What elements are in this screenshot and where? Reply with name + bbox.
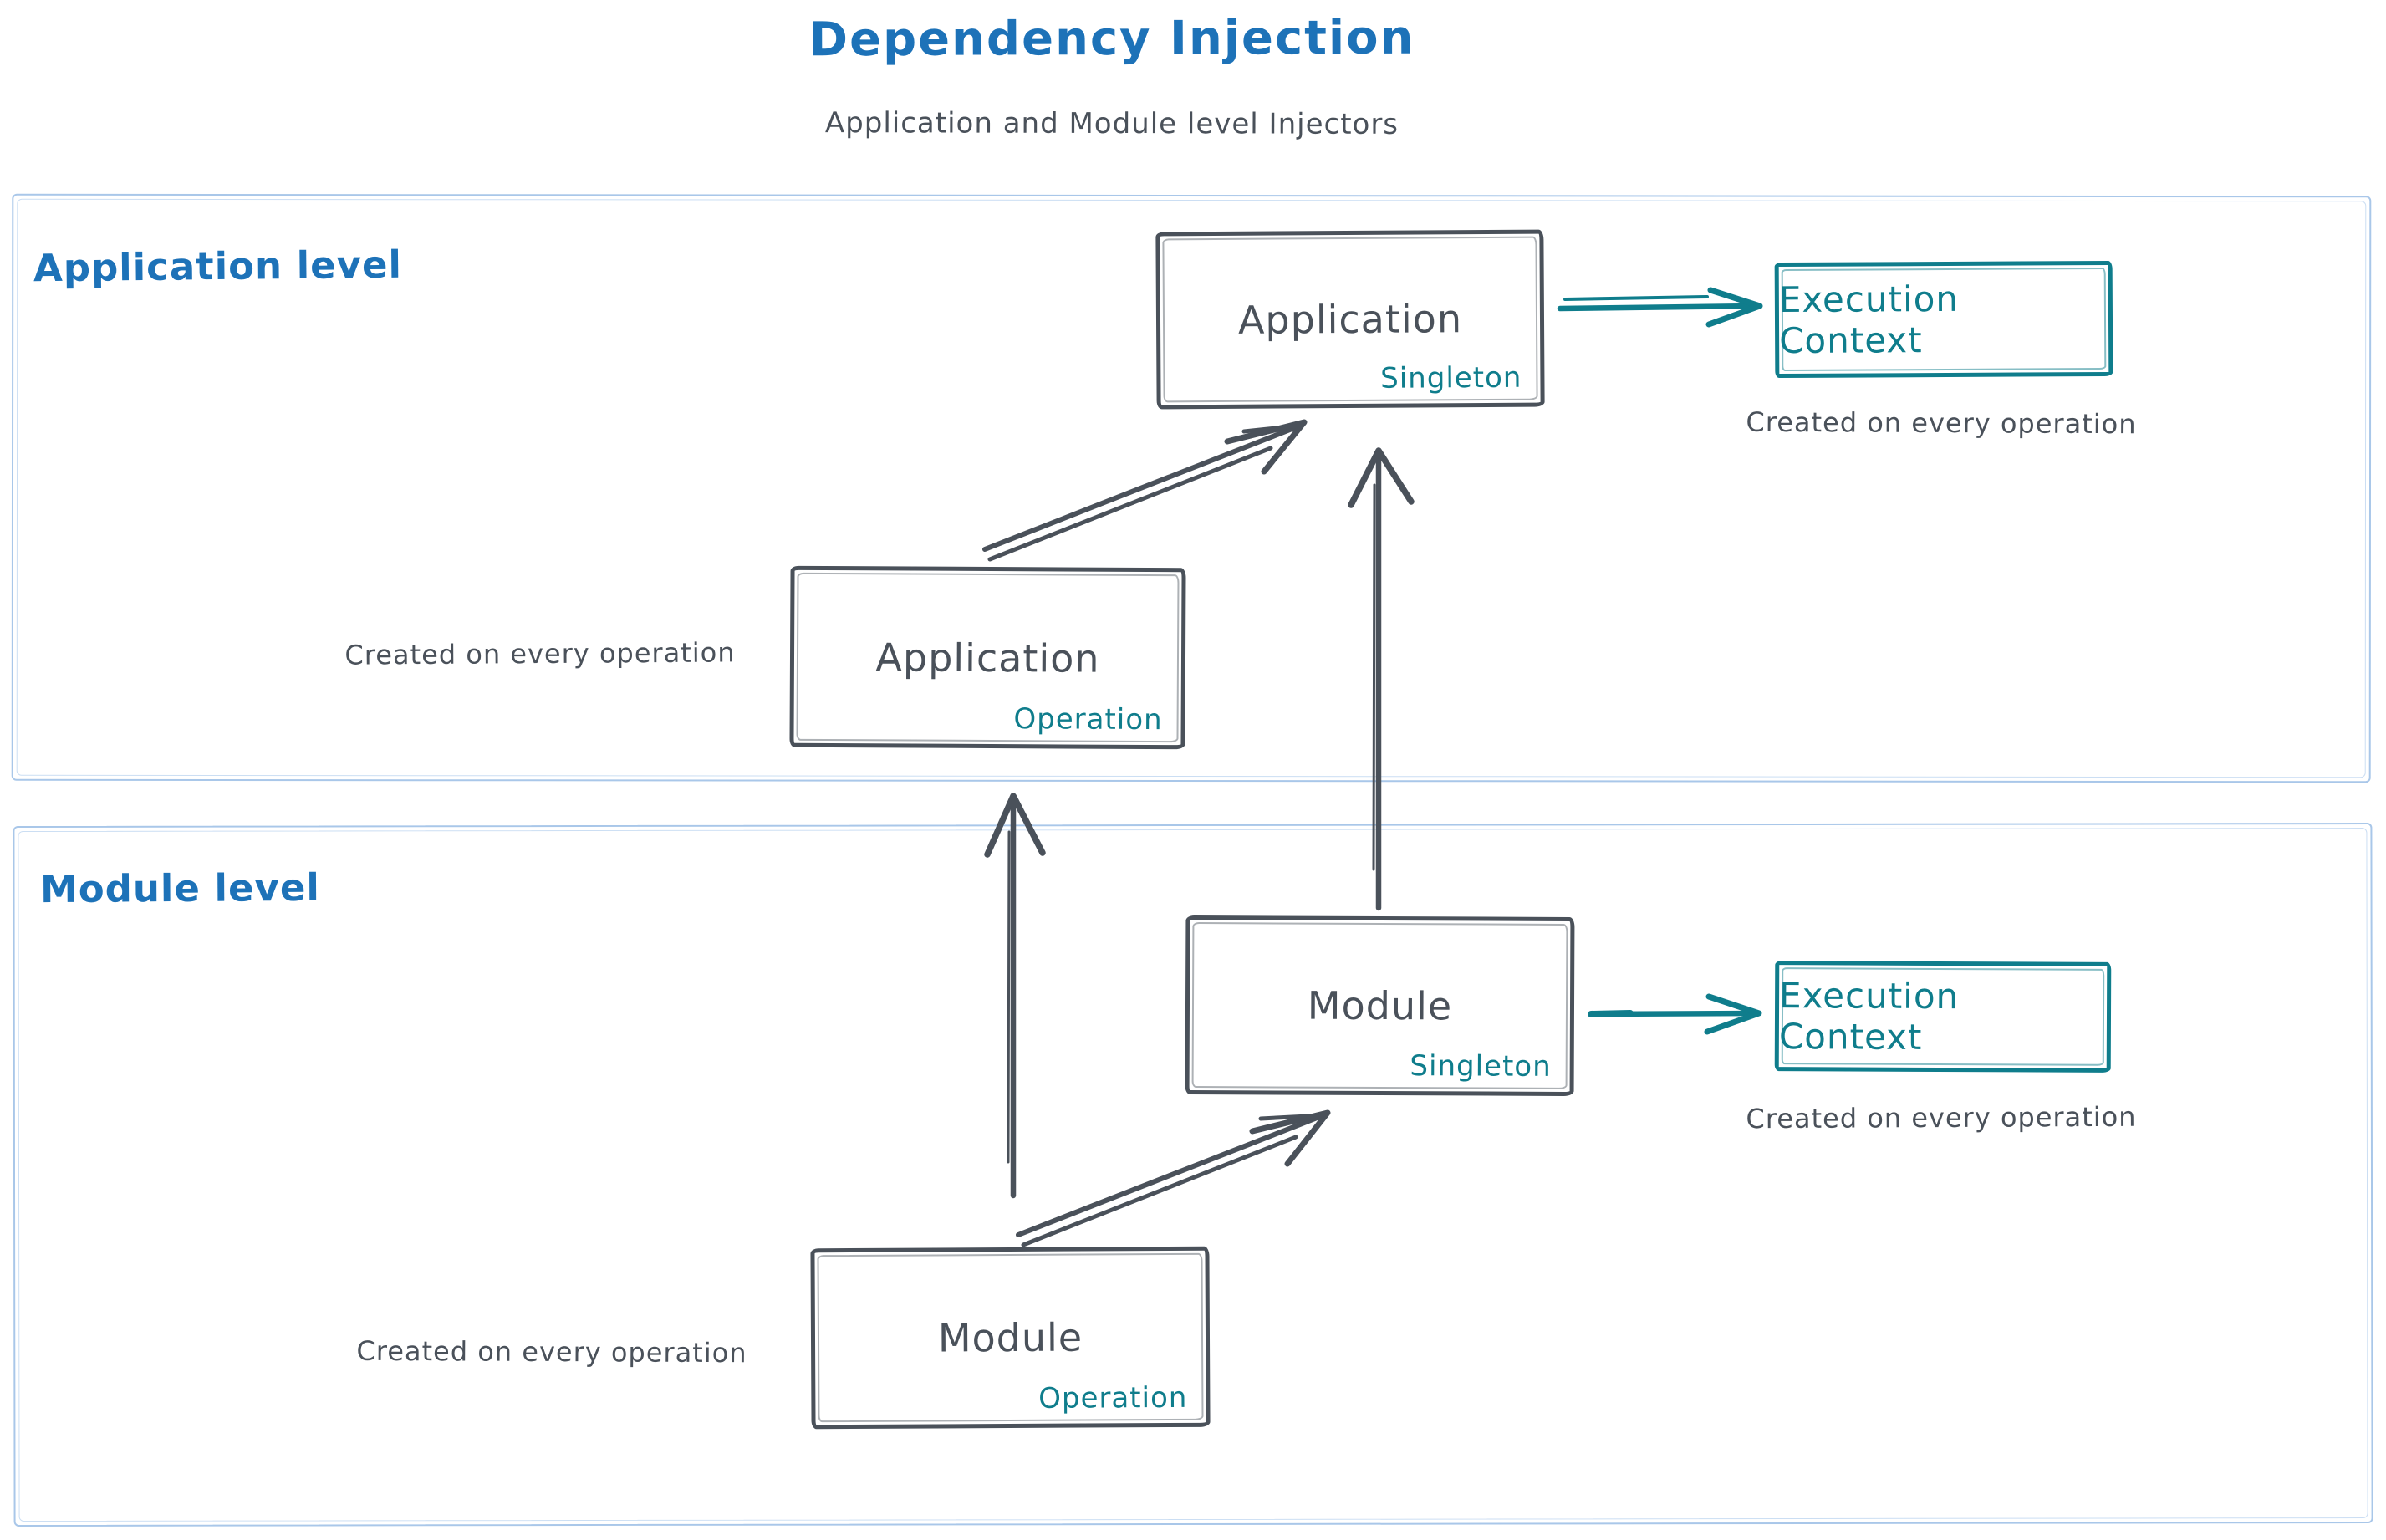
module-execution-context-note: Created on every operation	[1746, 1100, 2137, 1135]
application-execution-context-note: Created on every operation	[1746, 405, 2137, 441]
application-operation-box: Application Operation	[789, 565, 1186, 750]
application-singleton-box: Application Singleton	[1155, 229, 1545, 410]
module-operation-title: Module	[937, 1314, 1083, 1361]
application-singleton-scope-label: Singleton	[1380, 360, 1522, 395]
application-operation-scope-label: Operation	[1013, 702, 1163, 737]
application-execution-context-box: Execution Context	[1774, 260, 2113, 379]
module-singleton-title: Module	[1307, 982, 1453, 1029]
module-level-label: Module level	[39, 864, 320, 912]
application-operation-title: Application	[875, 634, 1100, 681]
module-singleton-box: Module Singleton	[1185, 915, 1575, 1097]
module-operation-scope-label: Operation	[1038, 1380, 1188, 1415]
module-singleton-scope-label: Singleton	[1410, 1049, 1552, 1084]
diagram-subtitle: Application and Module level Injectors	[824, 106, 1399, 141]
application-operation-note: Created on every operation	[344, 636, 736, 671]
module-execution-context-label: Execution Context	[1778, 975, 1960, 1058]
module-operation-box: Module Operation	[810, 1246, 1211, 1430]
module-execution-context-box: Execution Context	[1774, 961, 2112, 1073]
application-execution-context-label: Execution Context	[1778, 278, 1960, 362]
application-singleton-title: Application	[1237, 296, 1463, 343]
module-operation-note: Created on every operation	[356, 1334, 747, 1369]
application-level-label: Application level	[33, 242, 403, 291]
diagram-title: Dependency Injection	[808, 10, 1415, 68]
